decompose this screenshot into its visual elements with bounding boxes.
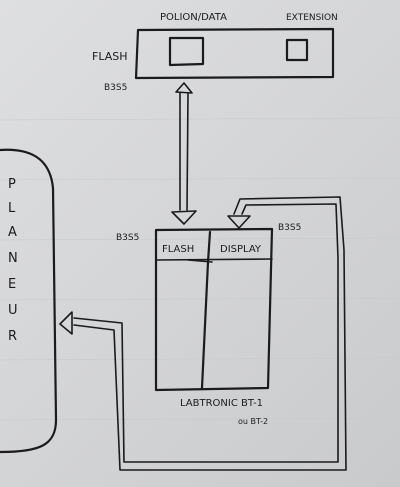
planeur-letter-2: L — [8, 201, 16, 216]
vertical-connector — [171, 82, 197, 225]
loop-arrowhead-panel — [59, 311, 73, 335]
paper-lines — [0, 117, 400, 421]
header-separator — [155, 258, 273, 261]
planeur-letter-3: A — [8, 225, 17, 240]
side-panel: P L A N E U R — [0, 148, 58, 454]
loop-arrowhead-box — [227, 215, 251, 229]
extension-window — [285, 38, 309, 62]
planeur-letter-7: R — [8, 329, 17, 344]
loop-outer-line — [73, 196, 347, 471]
flash-label: FLASH — [92, 50, 128, 63]
device-caption-alt: ou BT-2 — [238, 417, 268, 426]
bottom-left-chip-label: B3S5 — [116, 233, 139, 243]
down-arrowhead — [171, 210, 197, 225]
col-display-label: DISPLAY — [220, 244, 262, 255]
up-arrowhead — [175, 82, 193, 94]
top-module: POLION/DATA EXTENSION FLASH B3S5 — [92, 12, 338, 93]
planeur-letter-5: E — [8, 277, 16, 292]
extension-label: EXTENSION — [286, 13, 338, 23]
planeur-letter-4: N — [8, 251, 18, 266]
planeur-letter-1: P — [8, 177, 16, 192]
connector-right-line — [186, 92, 189, 211]
side-panel-outline — [0, 148, 58, 454]
planeur-letter-6: U — [8, 303, 18, 318]
device-caption: LABTRONIC BT-1 — [180, 398, 263, 409]
loop-connector — [59, 196, 347, 471]
flash-window — [168, 36, 205, 67]
bottom-module: B3S5 B3S5 FLASH DISPLAY LABTRONIC BT-1 o… — [116, 223, 301, 426]
bottom-right-chip-label: B3S5 — [278, 223, 301, 233]
col-flash-label: FLASH — [162, 244, 194, 255]
top-box-title: POLION/DATA — [160, 12, 227, 23]
loop-inner-line — [73, 203, 339, 463]
column-divider — [200, 230, 212, 390]
bottom-box-outline — [154, 227, 274, 392]
top-box-outline — [134, 27, 335, 80]
top-chip-label: B3S5 — [104, 83, 127, 93]
